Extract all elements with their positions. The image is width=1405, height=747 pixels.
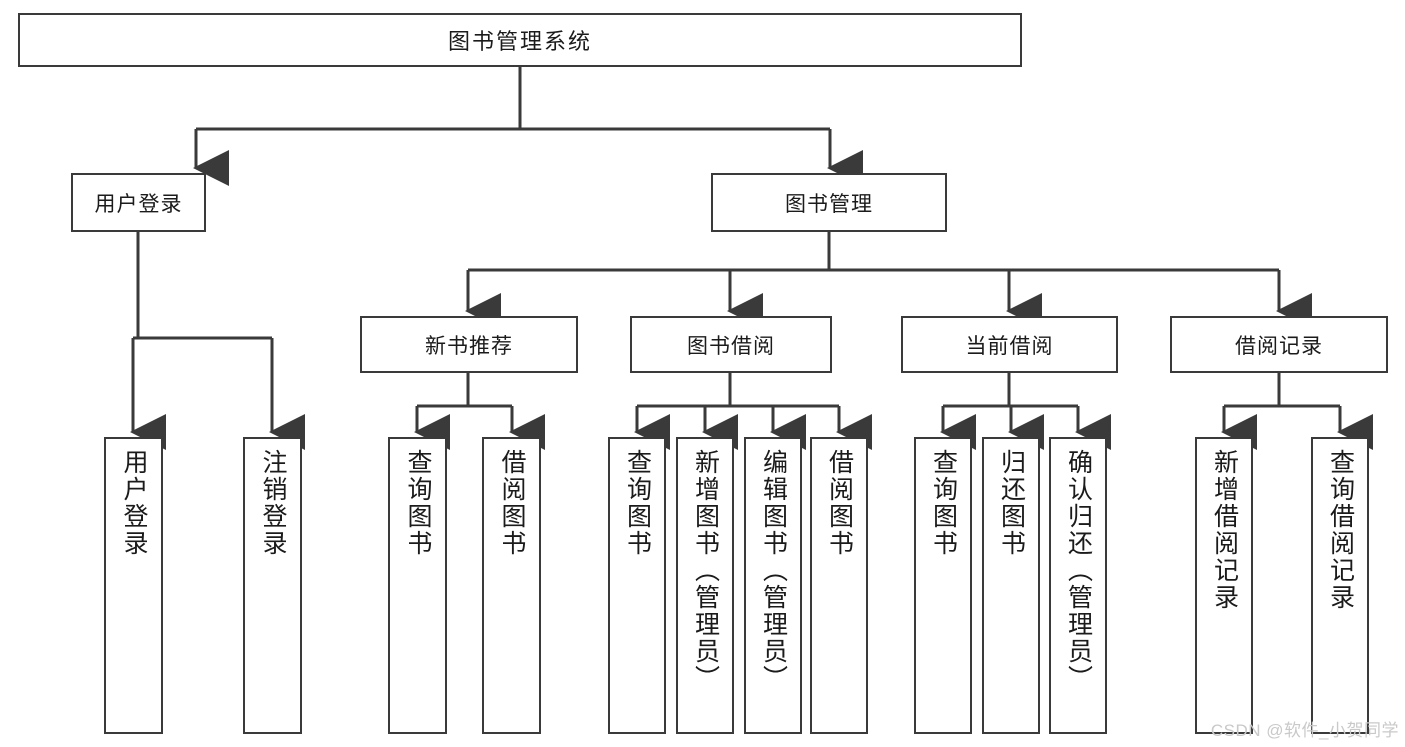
leaf-borrow-borrow-book[interactable]: 借阅图书 [810, 437, 868, 734]
node-book-management[interactable]: 图书管理 [711, 173, 947, 232]
leaf-label: 新增图书（管理员） [691, 449, 720, 692]
node-user-login[interactable]: 用户登录 [71, 173, 206, 232]
leaf-borrow-edit-book-admin[interactable]: 编辑图书（管理员） [744, 437, 802, 734]
node-root[interactable]: 图书管理系统 [18, 13, 1022, 67]
leaf-current-confirm-return-admin[interactable]: 确认归还（管理员） [1049, 437, 1107, 734]
leaf-current-return-book[interactable]: 归还图书 [982, 437, 1040, 734]
node-book-borrow-label: 图书借阅 [687, 334, 775, 358]
node-book-management-label: 图书管理 [785, 192, 873, 216]
leaf-record-query[interactable]: 查询借阅记录 [1311, 437, 1369, 734]
leaf-label: 借阅图书 [498, 449, 526, 557]
leaf-label: 借阅图书 [825, 449, 854, 557]
node-root-label: 图书管理系统 [447, 29, 592, 54]
leaf-label: 查询借阅记录 [1326, 449, 1355, 611]
leaf-user-login-logout[interactable]: 注销登录 [243, 437, 302, 734]
leaf-label: 编辑图书（管理员） [759, 449, 788, 692]
node-new-book-recommend-label: 新书推荐 [425, 334, 513, 358]
leaf-label: 查询图书 [623, 449, 652, 557]
leaf-label: 查询图书 [929, 449, 958, 557]
leaf-label: 归还图书 [997, 449, 1026, 557]
leaf-label: 注销登录 [259, 449, 287, 557]
leaf-label: 用户登录 [120, 449, 148, 557]
node-borrow-record[interactable]: 借阅记录 [1170, 316, 1388, 373]
node-current-borrow[interactable]: 当前借阅 [901, 316, 1118, 373]
leaf-current-query-book[interactable]: 查询图书 [914, 437, 972, 734]
leaf-label: 新增借阅记录 [1210, 449, 1239, 611]
leaf-borrow-add-book-admin[interactable]: 新增图书（管理员） [676, 437, 734, 734]
node-borrow-record-label: 借阅记录 [1235, 334, 1323, 358]
leaf-record-add[interactable]: 新增借阅记录 [1195, 437, 1253, 734]
node-book-borrow[interactable]: 图书借阅 [630, 316, 832, 373]
leaf-label: 确认归还（管理员） [1064, 449, 1093, 692]
leaf-borrow-query-book[interactable]: 查询图书 [608, 437, 666, 734]
leaf-user-login-login[interactable]: 用户登录 [104, 437, 163, 734]
leaf-new-book-borrow[interactable]: 借阅图书 [482, 437, 541, 734]
node-current-borrow-label: 当前借阅 [965, 334, 1054, 358]
leaf-label: 查询图书 [404, 449, 432, 557]
watermark: CSDN @软件_小贺同学 [1210, 721, 1399, 740]
leaf-new-book-query[interactable]: 查询图书 [388, 437, 447, 734]
node-user-login-label: 用户登录 [94, 192, 183, 216]
node-new-book-recommend[interactable]: 新书推荐 [360, 316, 578, 373]
